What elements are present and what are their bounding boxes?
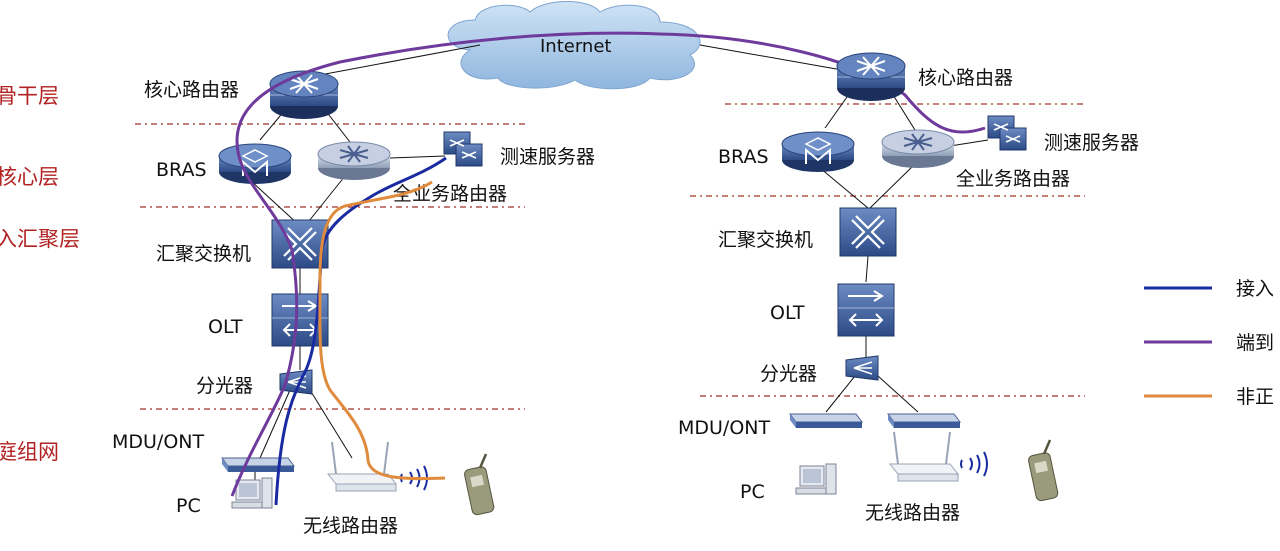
left-full-service-router-label: 全业务路由器 [393, 183, 507, 205]
right-splitter[interactable] [845, 355, 879, 381]
right-agg-switch[interactable] [838, 206, 898, 258]
right-wireless-router[interactable] [889, 431, 959, 482]
left-wireless-router[interactable] [327, 441, 397, 492]
left-agg-switch-label: 汇聚交换机 [156, 243, 251, 265]
left-speed-server[interactable] [443, 131, 483, 167]
right-bras-label: BRAS [718, 146, 769, 168]
right-splitter-label: 分光器 [760, 363, 817, 385]
right-network-links [699, 44, 989, 413]
right-core-router-label: 核心路由器 [918, 67, 1013, 89]
right-wifi-waves-icon [960, 451, 988, 477]
left-bras[interactable] [218, 143, 292, 185]
right-bras[interactable] [781, 131, 855, 173]
left-splitter-label: 分光器 [196, 375, 253, 397]
right-full-service-router-label: 全业务路由器 [956, 168, 1070, 190]
legend-label-end-to-end: 端到 [1236, 332, 1274, 354]
left-speed-server-label: 测速服务器 [500, 146, 595, 168]
left-core-router[interactable] [269, 70, 339, 120]
right-agg-switch-label: 汇聚交换机 [718, 229, 813, 251]
right-olt-label: OLT [770, 302, 805, 324]
right-wireless-router-label: 无线路由器 [865, 502, 960, 524]
non-standard-path-line [318, 180, 446, 481]
right-full-service-router[interactable] [881, 129, 955, 169]
legend-label-access: 接入 [1236, 278, 1274, 300]
right-ont-2[interactable] [887, 413, 961, 429]
left-mdu-ont-label: MDU/ONT [112, 431, 204, 453]
end-to-end-path-line [230, 31, 986, 497]
left-bras-label: BRAS [156, 159, 207, 181]
left-pc-label: PC [176, 495, 201, 517]
layer-label-core: 核心层 [0, 165, 59, 189]
right-speed-server-label: 测速服务器 [1044, 132, 1139, 154]
internet-label: Internet [540, 36, 611, 57]
left-wireless-router-label: 无线路由器 [303, 515, 398, 537]
layer-label-access-aggregation: 入汇聚层 [0, 227, 80, 251]
right-mdu-ont-label: MDU/ONT [678, 417, 770, 439]
right-pc[interactable] [795, 463, 837, 495]
layer-label-backbone: 骨干层 [0, 84, 59, 108]
left-phone-icon[interactable] [462, 452, 496, 517]
layer-label-home-network: 庭组网 [0, 440, 59, 464]
right-olt[interactable] [837, 283, 895, 337]
left-full-service-router[interactable] [317, 141, 391, 181]
right-mdu-ont[interactable] [789, 413, 863, 429]
left-mdu-ont[interactable] [221, 457, 295, 473]
right-speed-server[interactable] [987, 115, 1027, 151]
layer-separators [135, 103, 1085, 410]
left-core-router-label: 核心路由器 [144, 79, 239, 101]
right-phone-icon[interactable] [1026, 438, 1060, 503]
right-core-router[interactable] [836, 52, 906, 102]
left-network-links [249, 44, 481, 480]
legend-label-non-standard: 非正 [1236, 386, 1274, 408]
left-olt-label: OLT [208, 316, 243, 338]
right-pc-label: PC [740, 481, 765, 503]
legend: 接入 端到 非正 [1144, 278, 1274, 408]
